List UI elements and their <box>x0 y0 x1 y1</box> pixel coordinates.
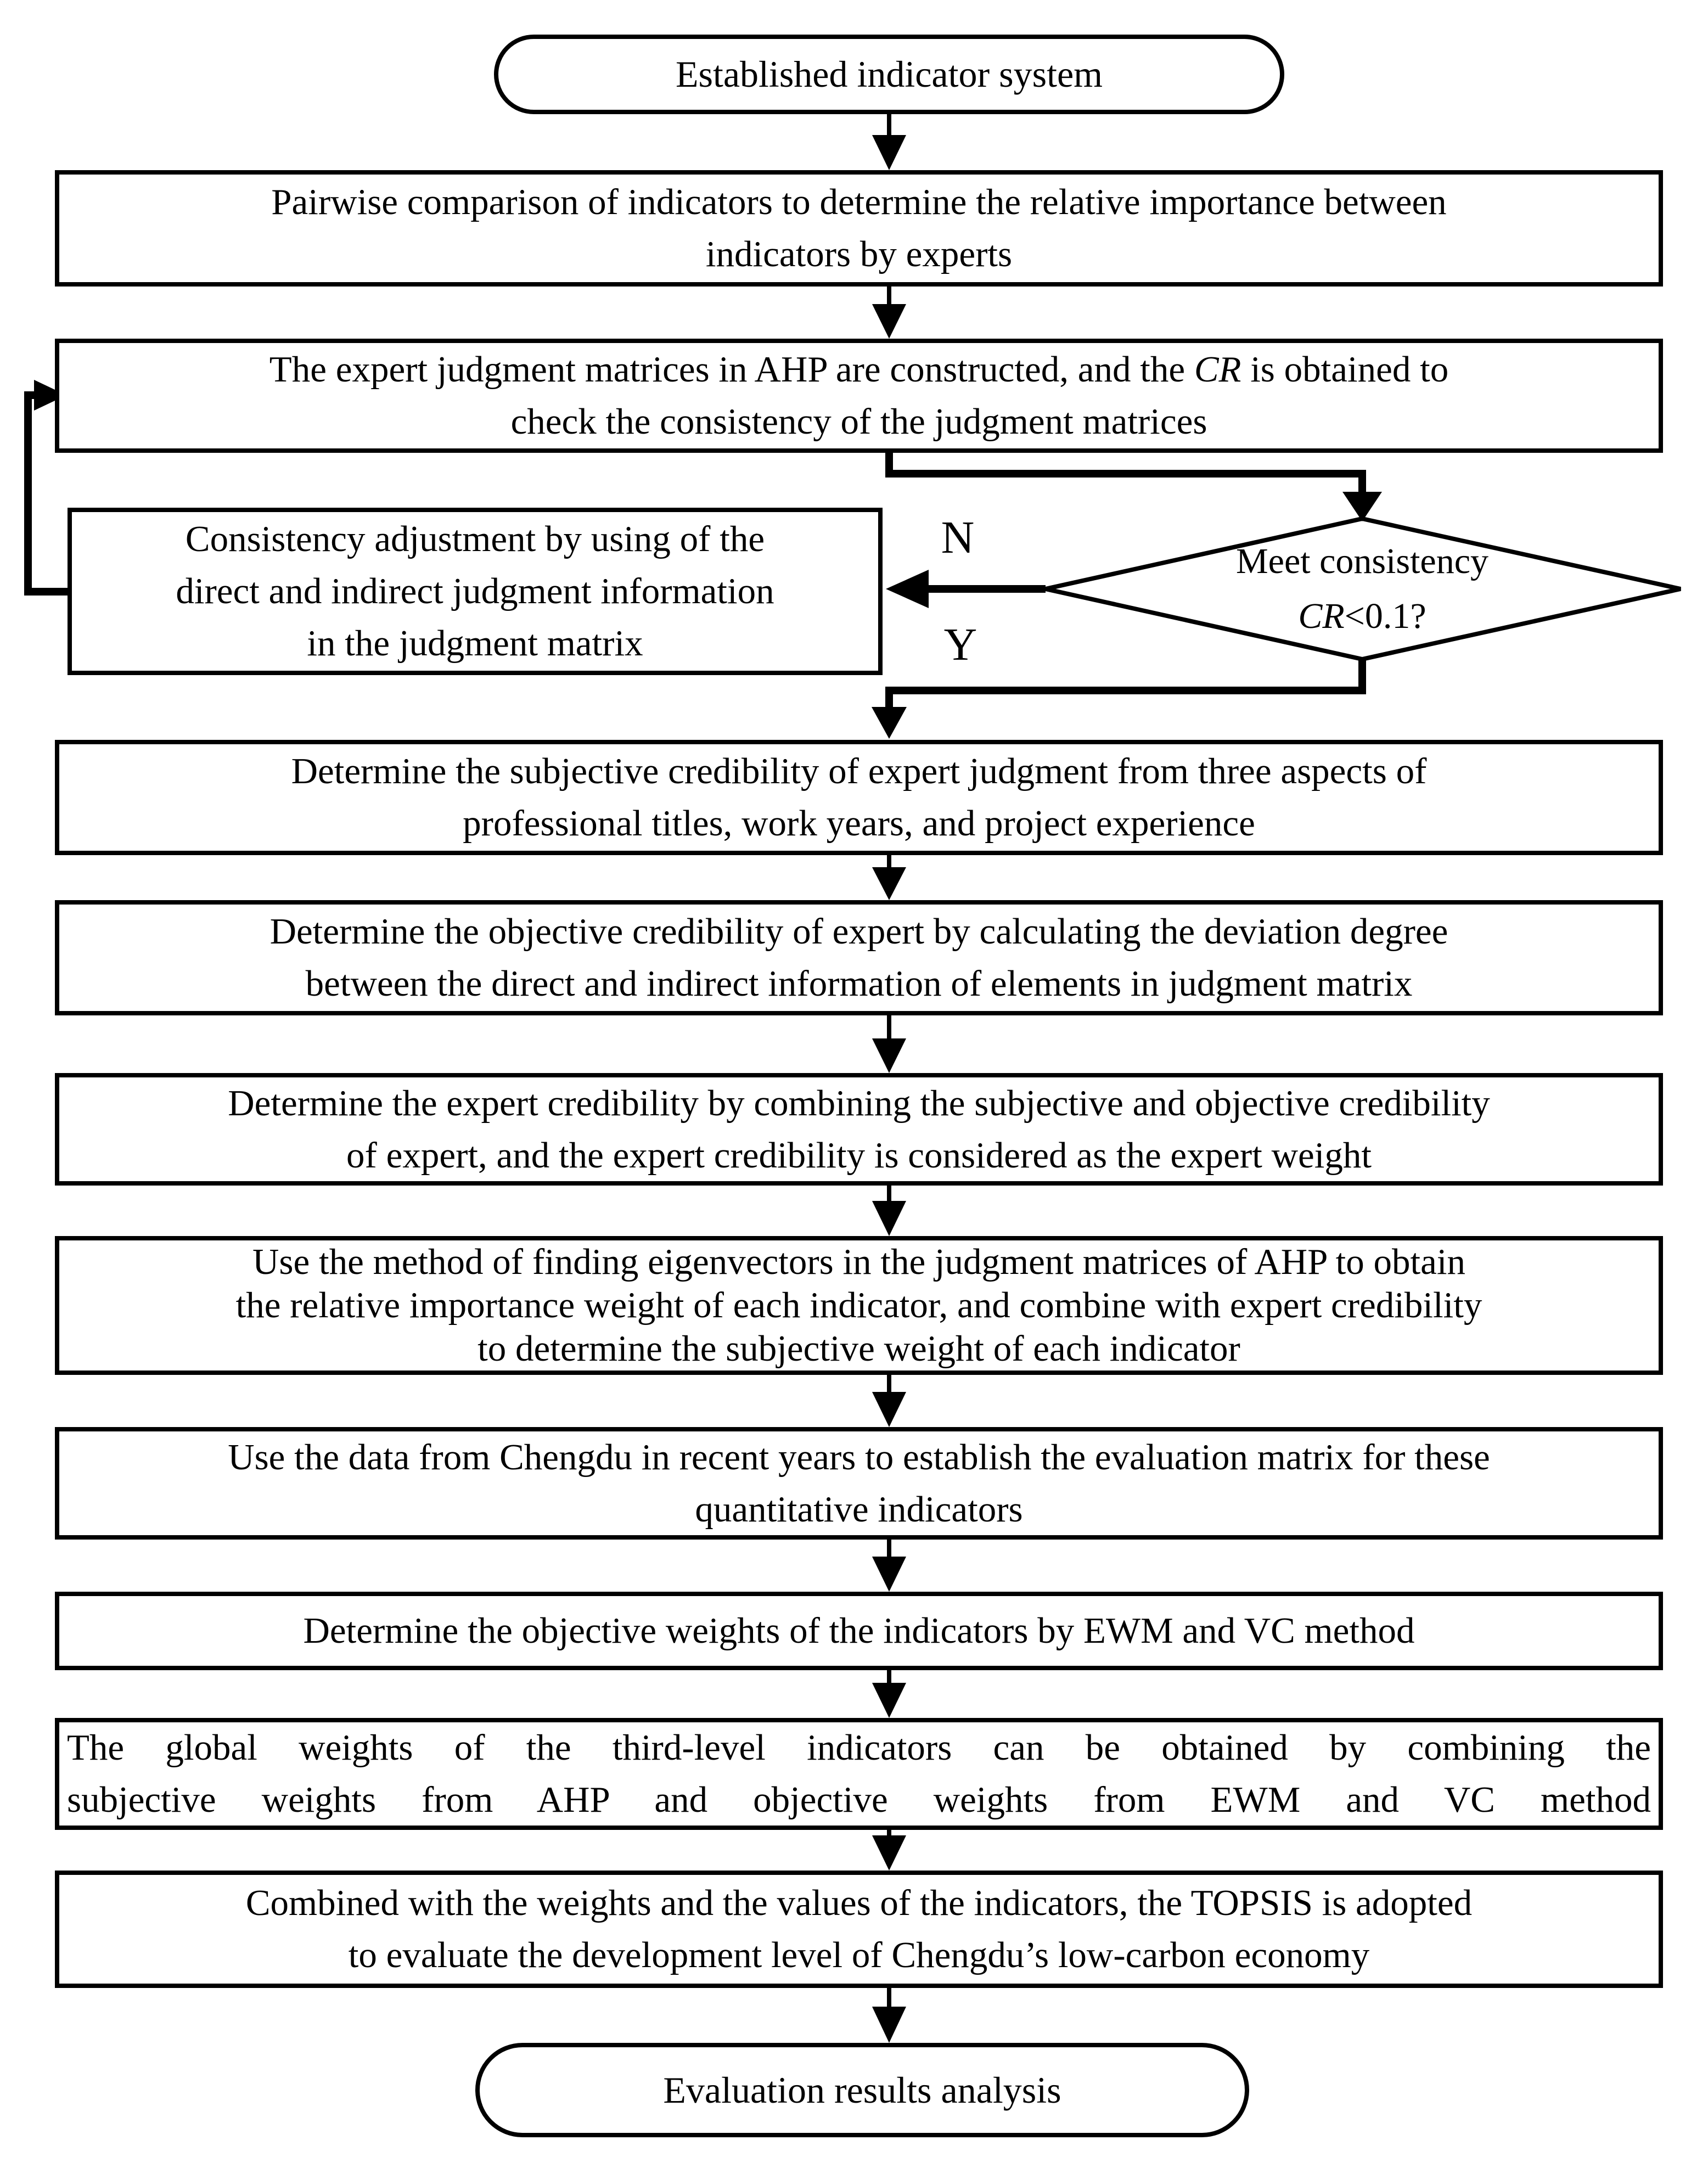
label-yes: Y <box>943 619 977 670</box>
terminator-start: Established indicator system <box>494 35 1284 114</box>
terminator-start-label: Established indicator system <box>675 53 1103 95</box>
process-topsis: Combined with the weights and the values… <box>55 1871 1663 1988</box>
arrowhead <box>872 1557 906 1592</box>
text-line: in the judgment matrix <box>307 623 643 664</box>
process-evaluation-matrix: Use the data from Chengdu in recent year… <box>55 1427 1663 1540</box>
arrowhead <box>872 1835 906 1871</box>
text-line: to evaluate the development level of Che… <box>348 1935 1370 1975</box>
process-subjective-credibility: Determine the subjective credibility of … <box>55 740 1663 855</box>
text-line: Use the data from Chengdu in recent year… <box>228 1436 1490 1478</box>
arrowhead <box>886 570 929 608</box>
text-line: Consistency adjustment by using of the <box>185 519 765 559</box>
arrowhead <box>872 707 907 739</box>
label-no: N <box>941 512 975 563</box>
text-line: The global weights of the third-level in… <box>67 1727 1651 1768</box>
text-line: quantitative indicators <box>695 1489 1023 1530</box>
text-line: Use the method of finding eigenvectors i… <box>252 1242 1465 1282</box>
connector-adjustment-loopback <box>24 391 68 596</box>
text-line: between the direct and indirect informat… <box>305 963 1413 1004</box>
arrowhead <box>872 1683 906 1718</box>
process-expert-credibility: Determine the expert credibility by comb… <box>55 1073 1663 1186</box>
text-segment: is obtained to <box>1241 349 1449 390</box>
text-line: Meet consistency <box>1235 541 1489 581</box>
text-line: subjective weights from AHP and objectiv… <box>67 1779 1651 1820</box>
arrowhead <box>872 1392 906 1427</box>
text-line: Determine the objective weights of the i… <box>303 1610 1415 1651</box>
process-consistency-adjustment: Consistency adjustment by using of the d… <box>68 508 883 675</box>
text-line: to determine the subjective weight of ea… <box>477 1328 1240 1369</box>
process-judgment-matrices: The expert judgment matrices in AHP are … <box>55 339 1663 453</box>
arrowhead <box>872 304 906 339</box>
text-segment-italic-cr: CR <box>1194 349 1241 390</box>
arrowhead <box>872 1201 906 1236</box>
terminator-end: Evaluation results analysis <box>475 2043 1249 2137</box>
text-line: indicators by experts <box>705 234 1013 274</box>
text-line: direct and indirect judgment information <box>176 571 774 611</box>
arrowhead <box>34 380 66 411</box>
text-line: Combined with the weights and the values… <box>245 1883 1473 1923</box>
text-line: Determine the objective credibility of e… <box>269 911 1448 952</box>
arrowhead <box>872 2007 906 2043</box>
decision-meet-consistency: Meet consistency CR<0.1? <box>1115 531 1609 647</box>
arrowhead <box>872 135 906 170</box>
process-objective-credibility: Determine the objective credibility of e… <box>55 900 1663 1015</box>
text-line: The expert judgment matrices in AHP are … <box>59 344 1659 396</box>
text-line: Pairwise comparison of indicators to det… <box>271 182 1447 222</box>
text-line: check the consistency of the judgment ma… <box>510 401 1207 442</box>
connector-decision-yes <box>885 659 1366 709</box>
connector-judgment-decision <box>885 453 1366 494</box>
arrows-group <box>24 114 1382 2043</box>
text-line: of expert, and the expert credibility is… <box>346 1134 1372 1176</box>
process-pairwise-comparison: Pairwise comparison of indicators to det… <box>55 170 1663 287</box>
text-segment: <0.1? <box>1344 596 1426 636</box>
text-line: Determine the subjective credibility of … <box>291 751 1427 791</box>
text-line: CR<0.1? <box>1115 589 1609 644</box>
text-segment-italic-cr: CR <box>1298 596 1345 636</box>
process-objective-weights: Determine the objective weights of the i… <box>55 1592 1663 1670</box>
text-segment: The expert judgment matrices in AHP are … <box>269 349 1194 390</box>
arrowhead <box>1342 492 1382 521</box>
process-global-weights: The global weights of the third-level in… <box>55 1718 1663 1830</box>
arrowhead <box>872 1038 906 1073</box>
arrowhead <box>872 867 906 900</box>
text-line: the relative importance weight of each i… <box>235 1285 1482 1325</box>
text-line: professional titles, work years, and pro… <box>463 803 1255 844</box>
process-subjective-weight: Use the method of finding eigenvectors i… <box>55 1236 1663 1375</box>
text-line: Determine the expert credibility by comb… <box>228 1082 1490 1124</box>
terminator-end-label: Evaluation results analysis <box>663 2069 1061 2111</box>
